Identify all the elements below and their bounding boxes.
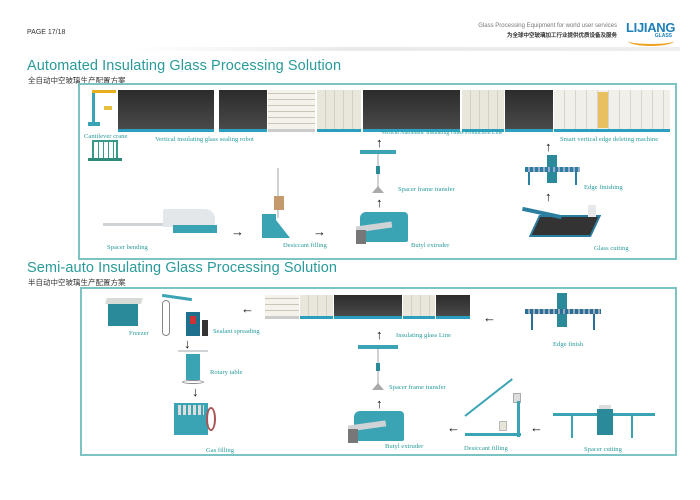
arrow-right-icon: → (231, 224, 244, 239)
cantilever-crane-label: Cantilever crane (84, 133, 128, 140)
sealing-robot-image-2 (219, 90, 267, 132)
ig-line-output-image (436, 295, 470, 319)
rotary-table-image (178, 350, 208, 386)
glass-cutting-image (522, 205, 604, 247)
edge-finishing-image (525, 155, 580, 189)
spacer-cutting-label: Spacer cutting (584, 446, 622, 453)
sealing-robot-label: Vertical insulating glass sealing robot (155, 136, 254, 143)
edge-finishing-label: Edge finishing (584, 184, 623, 191)
ig-line-assembly-image (334, 295, 402, 319)
arrow-up-icon: ↑ (545, 189, 552, 204)
lijiang-logo: LIJIANG GLASS (626, 20, 678, 46)
glass-rack-image (88, 140, 122, 164)
gas-filling-label: Gas filling (206, 447, 235, 454)
spacer-bending-label: Spacer bending (107, 244, 148, 251)
insulating-glass-line-label: Insulating glass Line (396, 332, 451, 339)
gas-press-section-image (462, 90, 504, 132)
spacer-frame-transfer-image (358, 345, 398, 391)
spacer-frame-transfer-label: Spacer frame transfer (389, 384, 446, 391)
spacer-frame-transfer-image (360, 148, 396, 194)
semiauto-section-title: Semi-auto Insulating Glass Processing So… (27, 260, 338, 276)
washer-section-image (268, 90, 315, 132)
arrow-left-icon: ← (447, 420, 460, 435)
butyl-extruder-image (347, 409, 406, 447)
spacer-bending-image (103, 205, 219, 235)
sealant-spreading-image (160, 293, 210, 340)
assembly-section-image (363, 90, 460, 132)
ig-line-gas-press-image (403, 295, 435, 319)
edge-deleting-label: Smart vertical edge deleting machine (560, 136, 659, 143)
spacer-frame-transfer-label: Spacer frame transfer (398, 186, 455, 193)
gas-filling-image (172, 399, 218, 439)
header-divider (130, 47, 680, 51)
arrow-up-icon: ↑ (376, 396, 383, 411)
desiccant-filling-image (464, 378, 523, 437)
arrow-left-icon: ← (483, 310, 496, 325)
glass-cutting-label: Glass cutting (594, 245, 629, 252)
arrow-up-icon: ↑ (376, 135, 383, 150)
arrow-up-icon: ↑ (376, 327, 383, 342)
output-section-image (505, 90, 553, 132)
ig-line-washer-image (265, 295, 299, 319)
edge-finish-image (525, 293, 601, 335)
rotary-table-label: Rotary table (210, 369, 243, 376)
desiccant-filling-label: Desiccant filling (283, 242, 327, 249)
logo-text: LIJIANG (626, 20, 676, 35)
freezer-label: Freezer (129, 330, 149, 337)
production-line-label: Vertical Automatic Insulating Glass Prod… (381, 130, 503, 136)
automated-section-subtitle: 全自动中空玻璃生产配置方案 (28, 76, 126, 85)
sealant-spreading-label: Sealant spreading (213, 328, 260, 335)
arrow-right-icon: → (313, 224, 326, 239)
desiccant-filling-image (260, 168, 296, 244)
spacer-cutting-image (553, 405, 655, 439)
butyl-extruder-label: Butyl extruder (411, 242, 450, 249)
arrow-up-icon: ↑ (376, 195, 383, 210)
tagline-english: Glass Processing Equipment for world use… (478, 23, 617, 29)
arrow-down-icon: ↓ (192, 384, 199, 399)
edge-deleting-machine-image (554, 90, 670, 132)
cantilever-crane-image (86, 88, 116, 126)
arrow-left-icon: ← (241, 301, 254, 316)
butyl-extruder-image (355, 210, 410, 248)
ig-line-press-image (300, 295, 333, 319)
arrow-down-icon: ↓ (184, 336, 191, 351)
tagline-chinese: 为全球中空玻璃加工行业提供优质设备及服务 (506, 33, 617, 39)
butyl-extruder-label: Butyl extruder (385, 443, 424, 450)
sealing-robot-image (118, 90, 214, 132)
logo-swoosh-icon (628, 36, 674, 46)
semiauto-section-subtitle: 半自动中空玻璃生产配置方案 (28, 278, 126, 287)
page-number: PAGE 17/18 (27, 29, 66, 36)
press-section-image (317, 90, 361, 132)
automated-section-title: Automated Insulating Glass Processing So… (27, 58, 342, 74)
semiauto-flow-panel (80, 287, 677, 456)
freezer-image (105, 298, 143, 328)
arrow-left-icon: ← (530, 420, 543, 435)
arrow-up-icon: ↑ (545, 139, 552, 154)
automated-flow-panel (78, 83, 677, 260)
edge-finish-label: Edge finish (553, 341, 584, 348)
desiccant-filling-label: Desiccant filling (464, 445, 508, 452)
